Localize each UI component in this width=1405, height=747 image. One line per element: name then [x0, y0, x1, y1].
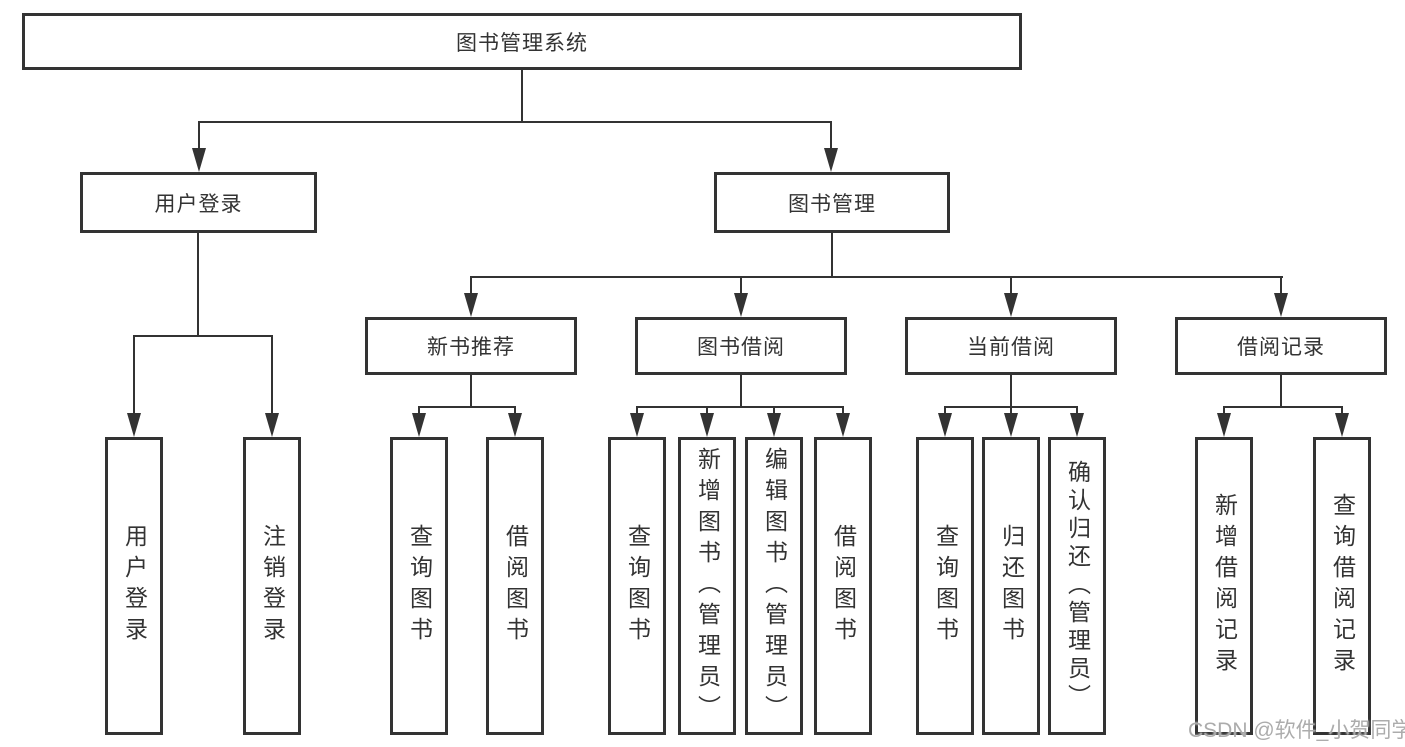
leaf-label: 借阅图书: [502, 524, 529, 648]
connector-mod2-stem: [1010, 375, 1012, 408]
leaf-label: 借阅图书: [830, 524, 857, 648]
connector-mod1-stem: [740, 375, 742, 408]
connector-mod0-stem: [470, 375, 472, 408]
leaf-label: 用户登录: [121, 524, 148, 648]
connector-root-drop-right: [830, 121, 832, 151]
leaf-label: 查询图书: [624, 524, 651, 648]
arrow-down-icon: [734, 293, 748, 317]
connector-mod1-drop-2: [773, 406, 775, 416]
connector-mod3-drop-1: [1341, 406, 1343, 416]
leaf-confirm-return-admin: 确认归还（管理员）: [1048, 437, 1106, 735]
arrow-down-icon: [700, 413, 714, 437]
arrow-down-icon: [836, 413, 850, 437]
connector-login-drop-0: [133, 335, 135, 415]
node-user-login: 用户登录: [80, 172, 317, 233]
connector-mod0-drop-0: [418, 406, 420, 416]
connector-mod0-hbar: [418, 406, 516, 408]
node-current-borrow: 当前借阅: [905, 317, 1117, 375]
leaf-label: 查询图书: [932, 524, 959, 648]
node-book-borrow: 图书借阅: [635, 317, 847, 375]
connector-mgmt-hbar: [470, 276, 1283, 278]
node-new-book-recommend-label: 新书推荐: [427, 336, 515, 359]
arrow-down-icon: [938, 413, 952, 437]
node-book-management-label: 图书管理: [788, 192, 876, 216]
leaf-logout: 注销登录: [243, 437, 301, 735]
leaf-label: 编辑图书（管理员）: [761, 446, 788, 726]
connector-mod1-drop-3: [842, 406, 844, 416]
connector-mod3-stem: [1280, 375, 1282, 408]
connector-mgmt-drop-0: [470, 276, 472, 298]
leaf-query-borrow-record: 查询借阅记录: [1313, 437, 1371, 735]
node-borrow-records-label: 借阅记录: [1237, 336, 1325, 359]
connector-root-drop-left: [198, 121, 200, 151]
node-new-book-recommend: 新书推荐: [365, 317, 577, 375]
connector-mod0-drop-1: [514, 406, 516, 416]
arrow-down-icon: [630, 413, 644, 437]
arrow-down-icon: [1070, 413, 1084, 437]
connector-mgmt-stem: [831, 233, 833, 278]
arrow-down-icon: [508, 413, 522, 437]
arrow-down-icon: [1335, 413, 1349, 437]
connector-login-stem: [197, 233, 199, 337]
node-root: 图书管理系统: [22, 13, 1022, 70]
arrow-down-icon: [1274, 293, 1288, 317]
connector-mod3-hbar: [1223, 406, 1343, 408]
leaf-label: 新增图书（管理员）: [694, 446, 721, 726]
leaf-borrow-books: 借阅图书: [814, 437, 872, 735]
connector-root-hbar: [198, 121, 832, 123]
leaf-label: 查询图书: [406, 524, 433, 648]
node-borrow-records: 借阅记录: [1175, 317, 1387, 375]
arrow-down-icon: [192, 148, 206, 172]
leaf-label: 查询借阅记录: [1329, 493, 1356, 679]
arrow-down-icon: [1004, 293, 1018, 317]
connector-mod3-drop-0: [1223, 406, 1225, 416]
leaf-edit-book-admin: 编辑图书（管理员）: [745, 437, 803, 735]
arrow-down-icon: [464, 293, 478, 317]
leaf-label: 新增借阅记录: [1211, 493, 1238, 679]
arrow-down-icon: [1004, 413, 1018, 437]
leaf-add-book-admin: 新增图书（管理员）: [678, 437, 736, 735]
connector-mod2-drop-0: [944, 406, 946, 416]
leaf-borrow-query-books: 查询图书: [608, 437, 666, 735]
connector-mod1-hbar: [636, 406, 844, 408]
node-current-borrow-label: 当前借阅: [967, 336, 1055, 359]
leaf-add-borrow-record: 新增借阅记录: [1195, 437, 1253, 735]
connector-mgmt-drop-1: [740, 276, 742, 298]
connector-mod1-drop-1: [706, 406, 708, 416]
connector-mgmt-drop-3: [1280, 276, 1282, 298]
connector-login-hbar: [133, 335, 273, 337]
connector-mod2-drop-1: [1010, 406, 1012, 416]
leaf-return-books: 归还图书: [982, 437, 1040, 735]
connector-mgmt-drop-2: [1010, 276, 1012, 298]
arrow-down-icon: [127, 413, 141, 437]
connector-root-stem: [521, 70, 523, 123]
arrow-down-icon: [767, 413, 781, 437]
csdn-watermark: CSDN @软件_小贺同学: [1188, 719, 1405, 742]
connector-mod2-drop-2: [1076, 406, 1078, 416]
leaf-label: 注销登录: [259, 524, 286, 648]
leaf-user-login: 用户登录: [105, 437, 163, 735]
connector-mod1-drop-0: [636, 406, 638, 416]
connector-login-drop-1: [271, 335, 273, 415]
arrow-down-icon: [412, 413, 426, 437]
node-book-management: 图书管理: [714, 172, 950, 233]
arrow-down-icon: [824, 148, 838, 172]
node-root-label: 图书管理系统: [456, 31, 588, 55]
arrow-down-icon: [265, 413, 279, 437]
arrow-down-icon: [1217, 413, 1231, 437]
node-user-login-label: 用户登录: [154, 192, 243, 216]
leaf-current-query-books: 查询图书: [916, 437, 974, 735]
node-book-borrow-label: 图书借阅: [697, 336, 785, 359]
leaf-recommend-query-books: 查询图书: [390, 437, 448, 735]
leaf-recommend-borrow-books: 借阅图书: [486, 437, 544, 735]
leaf-label: 归还图书: [998, 524, 1025, 648]
leaf-label: 确认归还（管理员）: [1064, 460, 1091, 712]
